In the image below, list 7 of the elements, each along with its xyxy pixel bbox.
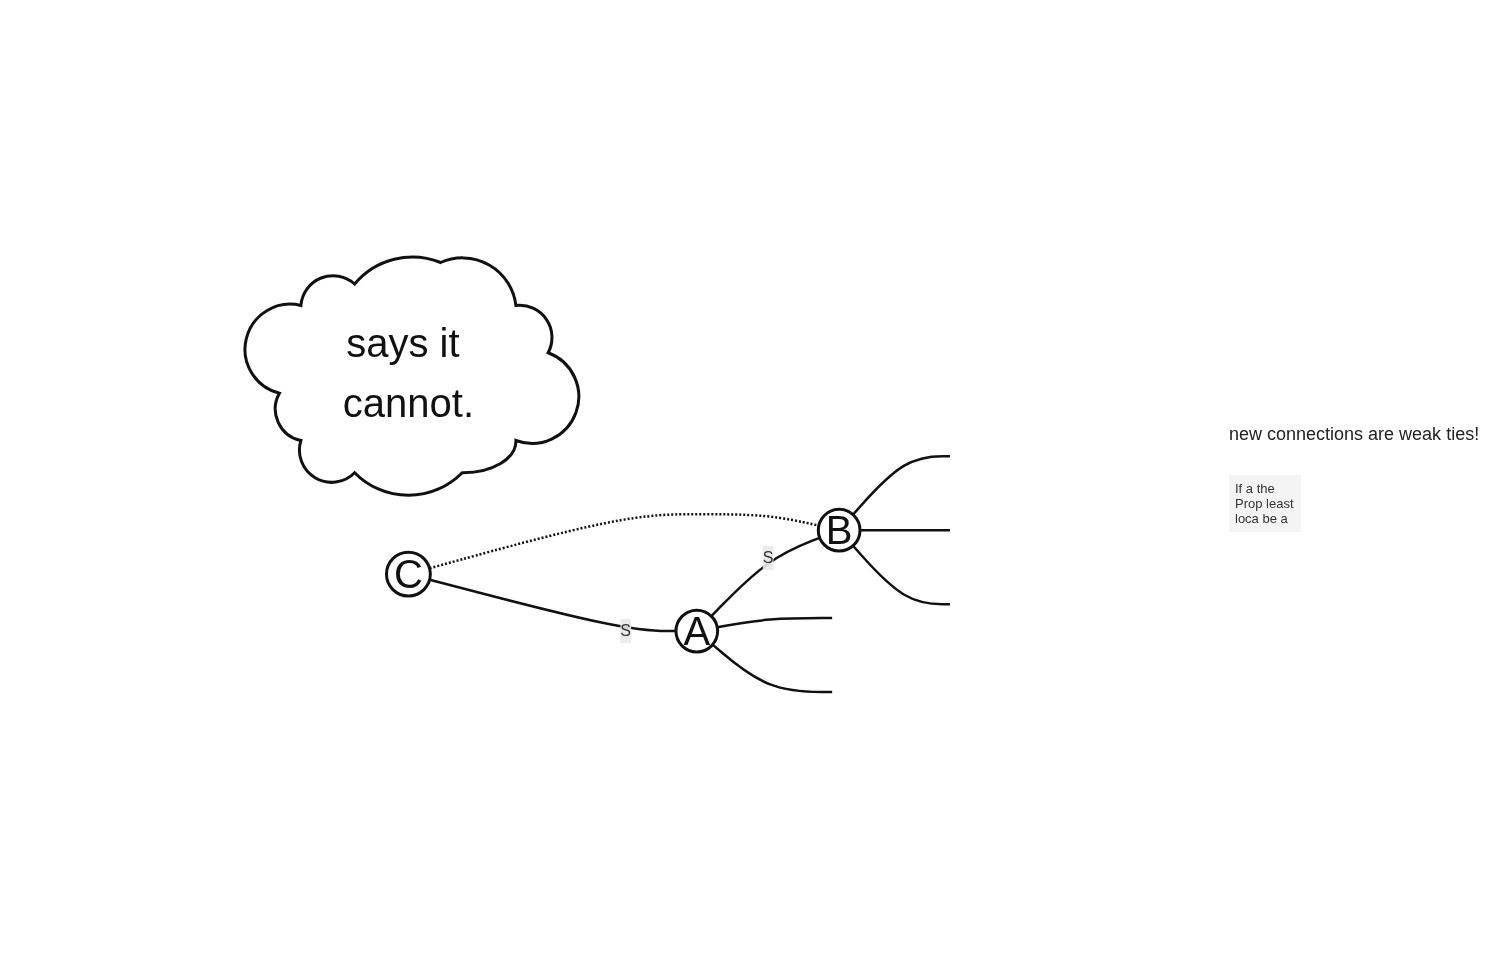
side-note: If a the Prop least loca be a <box>1229 475 1301 532</box>
edge-label: S <box>762 549 774 567</box>
node-circle: A <box>674 608 720 654</box>
node-circle: B <box>816 507 862 553</box>
edge-label: S <box>620 622 631 640</box>
node-circle: C <box>384 550 432 598</box>
note-text: new connections are weak ties! <box>1229 424 1481 445</box>
